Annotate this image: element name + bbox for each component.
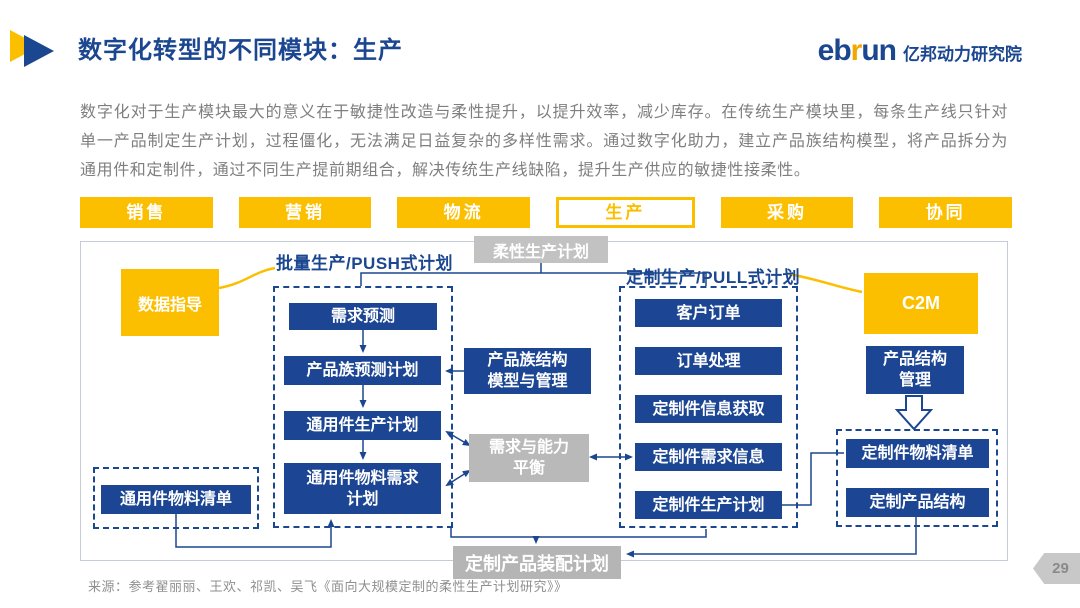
logo-cn-text: 亿邦动力研究院 <box>903 45 1022 64</box>
flexible-production-plan-label: 柔性生产计划 <box>474 236 608 263</box>
push-plan-label: 批量生产/PUSH式计划 <box>276 254 453 273</box>
common-material-requirement-plan-box: 通用件物料需求计划 <box>284 463 441 514</box>
custom-output-frame <box>836 429 998 527</box>
intro-paragraph: 数字化对于生产模块最大的意义在于敏捷性改造与柔性提升，以提升效率，减少库存。在传… <box>80 104 1008 179</box>
demand-forecast-box: 需求预测 <box>289 303 437 330</box>
custom-info-acquisition-box: 定制件信息获取 <box>635 395 782 423</box>
family-forecast-plan-box: 产品族预测计划 <box>284 356 441 385</box>
demand-capacity-balance-box: 需求与能力平衡 <box>469 434 589 482</box>
pull-plan-label: 定制生产/PULL式计划 <box>626 268 801 287</box>
customer-order-box: 客户订单 <box>635 299 782 327</box>
logo-wordmark: ebrun <box>817 34 897 67</box>
tab-procurement[interactable]: 采购 <box>720 197 854 228</box>
page-number-badge: 29 <box>1033 553 1080 584</box>
page-title: 数字化转型的不同模块：生产 <box>78 37 403 64</box>
custom-product-structure-box: 定制产品结构 <box>846 488 989 517</box>
tab-production[interactable]: 生产 <box>556 197 695 228</box>
common-bom-frame <box>93 467 259 529</box>
data-guide-box: 数据指导 <box>121 269 219 336</box>
order-processing-box: 订单处理 <box>635 347 782 375</box>
custom-production-plan-box: 定制件生产计划 <box>635 491 782 519</box>
custom-demand-info-box: 定制件需求信息 <box>635 443 782 471</box>
tab-logistics[interactable]: 物流 <box>397 197 531 228</box>
module-tabs: 销售 营销 物流 生产 采购 协同 <box>80 197 1013 228</box>
tab-collaboration[interactable]: 协同 <box>879 197 1013 228</box>
product-family-structure-model-box: 产品族结构模型与管理 <box>464 348 591 394</box>
tab-sales[interactable]: 销售 <box>80 197 213 228</box>
common-bom-box: 通用件物料清单 <box>101 485 251 514</box>
ebrun-logo: ebrun 亿邦动力研究院 <box>818 34 1022 68</box>
production-flow-diagram: 柔性生产计划 批量生产/PUSH式计划 定制生产/PULL式计划 数据指导 C2… <box>80 236 1008 579</box>
c2m-box: C2M <box>864 273 978 334</box>
big-down-arrow-icon <box>894 395 934 431</box>
push-column-frame <box>273 286 453 528</box>
source-note: 来源：参考翟丽丽、王欢、祁凯、吴飞《面向大规模定制的柔性生产计划研究》》 <box>88 579 568 594</box>
product-structure-management-box: 产品结构管理 <box>866 346 964 394</box>
custom-assembly-plan-box: 定制产品装配计划 <box>453 546 621 579</box>
tab-marketing[interactable]: 营销 <box>238 197 372 228</box>
custom-bom-box: 定制件物料清单 <box>846 439 989 468</box>
common-part-production-plan-box: 通用件生产计划 <box>284 411 441 440</box>
title-arrow-icon <box>10 30 54 67</box>
pull-column-frame <box>619 286 798 528</box>
